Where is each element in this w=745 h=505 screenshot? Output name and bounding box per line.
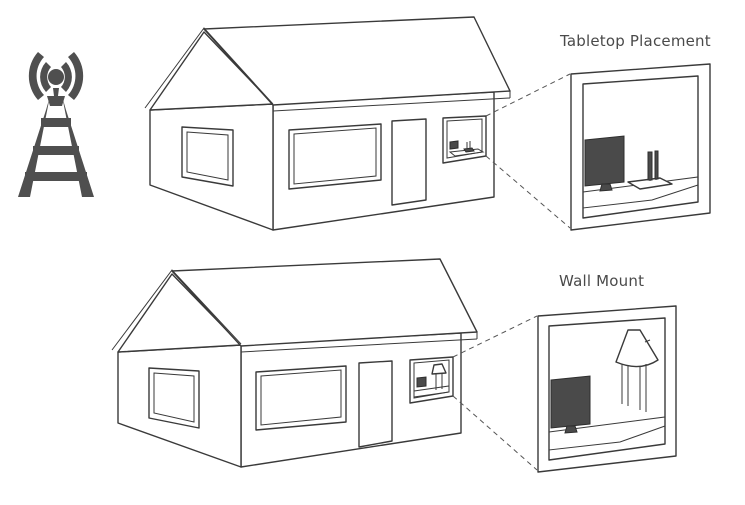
inset-tabletop — [570, 63, 711, 231]
callout-line — [452, 395, 538, 471]
callout-line — [452, 315, 538, 358]
caption-wall-mount: Wall Mount — [559, 272, 645, 290]
house-top — [144, 16, 511, 231]
cell-tower-icon — [18, 52, 94, 197]
caption-tabletop-placement: Tabletop Placement — [560, 32, 711, 50]
inset-wall-mount — [537, 305, 677, 473]
callout-line — [485, 155, 571, 229]
callout-line — [485, 73, 571, 117]
house-bottom — [111, 258, 478, 468]
